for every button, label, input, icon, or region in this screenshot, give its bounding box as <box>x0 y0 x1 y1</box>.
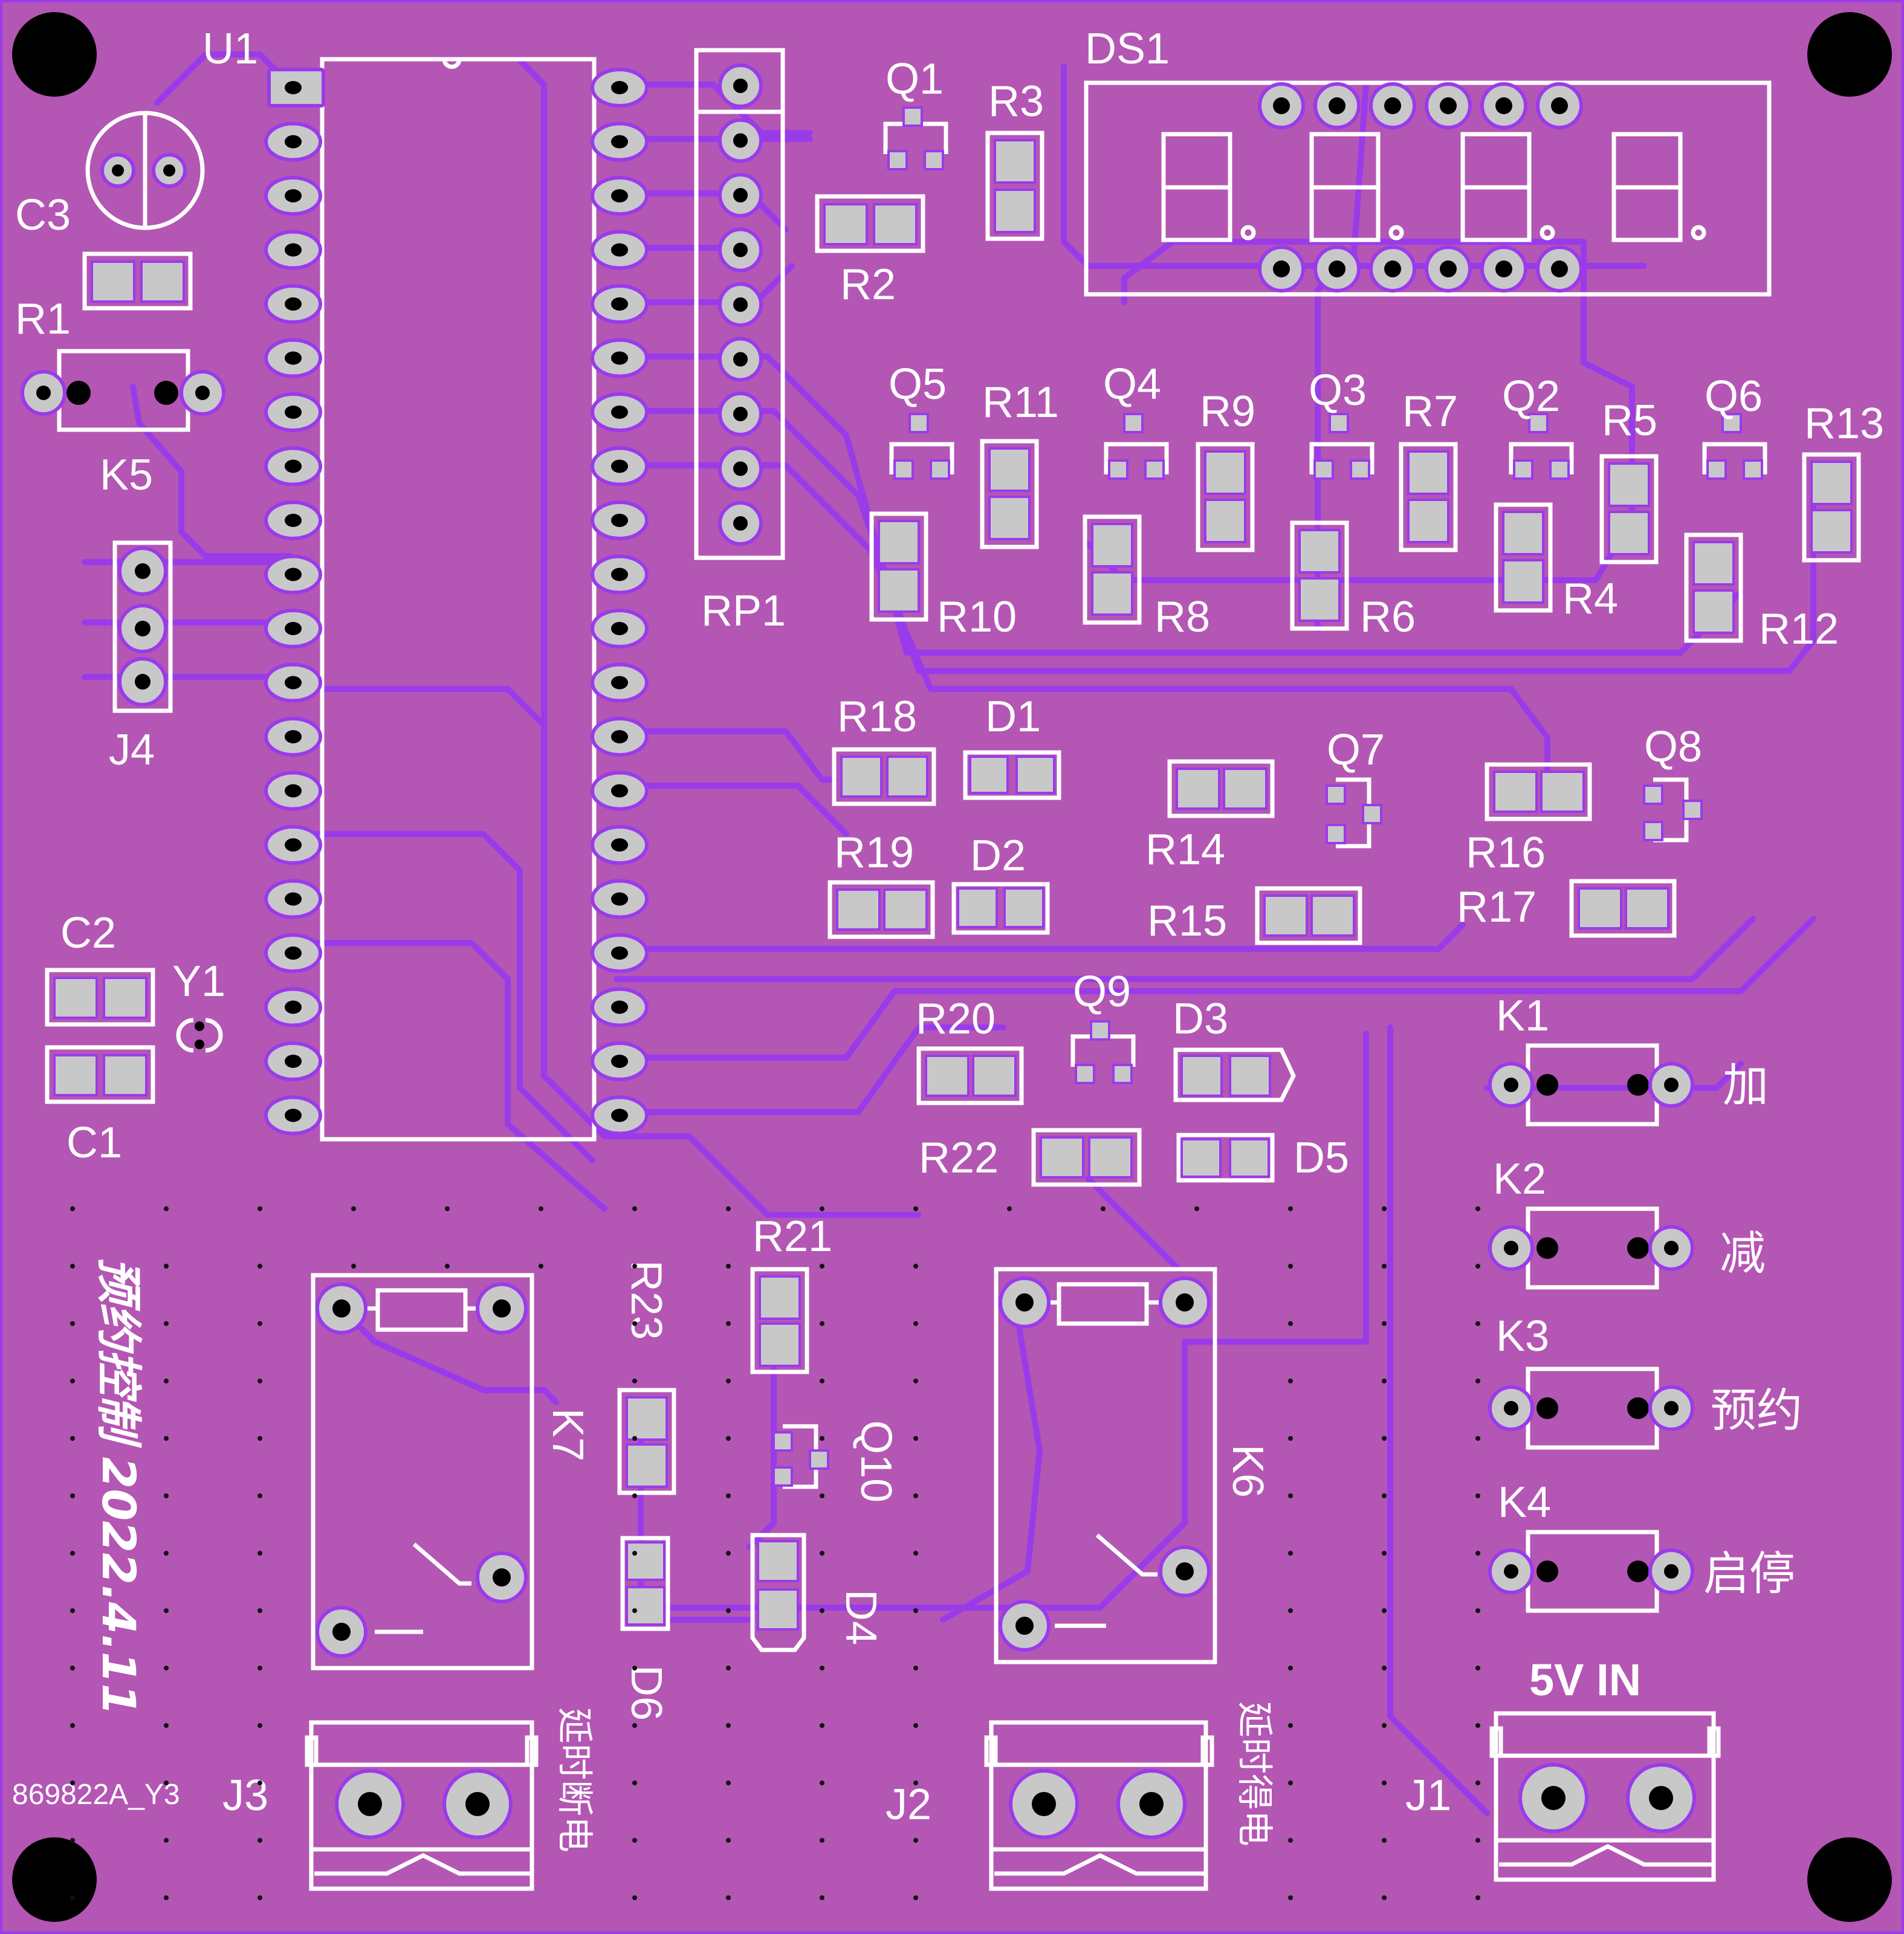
r20-label: R20 <box>916 995 996 1043</box>
r15-label: R15 <box>1147 897 1227 945</box>
r8-label: R8 <box>1154 593 1210 641</box>
r5-label: R5 <box>1602 396 1657 445</box>
button-row <box>1488 1043 1694 1613</box>
q2-label: Q2 <box>1502 372 1560 421</box>
q8-label: Q8 <box>1644 723 1702 771</box>
k3-function-label: 预约 <box>1711 1383 1802 1437</box>
r11-label: R11 <box>982 378 1059 427</box>
q9-label: Q9 <box>1073 968 1131 1016</box>
q3-label: Q3 <box>1309 366 1367 415</box>
k4-label: K4 <box>1498 1478 1551 1527</box>
j2-function-label: 延时得电 <box>1233 1701 1275 1846</box>
q4-label: Q4 <box>1103 360 1161 409</box>
ds1-label: DS1 <box>1085 25 1170 73</box>
transistor-row <box>869 413 1861 643</box>
q1-label: Q1 <box>886 55 944 103</box>
terminal-block-j3 <box>305 1720 539 1891</box>
u1-pins <box>264 68 649 1136</box>
d3-label: D3 <box>1173 995 1228 1043</box>
r2-label: R2 <box>840 260 896 309</box>
u1-label: U1 <box>202 25 258 73</box>
r13-label: R13 <box>1804 399 1884 448</box>
copper-traces <box>82 51 1816 1816</box>
q6-label: Q6 <box>1705 372 1763 421</box>
r18-label: R18 <box>837 693 917 741</box>
r12-label: R12 <box>1759 605 1839 653</box>
c1-label: C1 <box>66 1119 122 1167</box>
k5-label: K5 <box>100 451 153 499</box>
r14-label: R14 <box>1145 826 1225 874</box>
j3-label: J3 <box>222 1771 268 1820</box>
k6-label: K6 <box>1223 1444 1272 1498</box>
d5-label: D5 <box>1294 1134 1349 1182</box>
r1-label: R1 <box>15 295 71 343</box>
j1-label: J1 <box>1405 1771 1451 1820</box>
r7-label: R7 <box>1402 387 1458 436</box>
terminal-block-j2 <box>984 1720 1214 1891</box>
r3-label: R3 <box>988 77 1044 126</box>
j4-label: J4 <box>109 726 155 774</box>
relay-coil-icon <box>994 1267 1217 1664</box>
k2-function-label: 减 <box>1720 1226 1766 1280</box>
seven-segment-display-icon <box>1161 132 1706 242</box>
d1-label: D1 <box>985 693 1041 741</box>
q7-label: Q7 <box>1327 726 1385 774</box>
r23-label: R23 <box>622 1260 670 1340</box>
r10-label: R10 <box>937 593 1017 641</box>
r16-label: R16 <box>1466 829 1546 877</box>
r19-label: R19 <box>834 829 914 877</box>
relay-coil-icon <box>311 1273 534 1670</box>
r4-label: R4 <box>1562 575 1618 623</box>
j4-pins <box>118 546 167 707</box>
j3-function-label: 延时断电 <box>553 1707 595 1852</box>
terminal-block-j1 <box>1489 1711 1721 1882</box>
board-code: 869822A_Y3 <box>12 1779 180 1811</box>
mounting-hole-icon <box>12 12 1892 1922</box>
crystal-icon <box>176 1018 223 1053</box>
power-input-label: 5V IN <box>1529 1655 1641 1705</box>
d6-label: D6 <box>622 1665 670 1721</box>
k4-function-label: 启停 <box>1703 1547 1795 1600</box>
k2-label: K2 <box>1493 1155 1546 1203</box>
q5-label: Q5 <box>889 360 947 409</box>
c2-label: C2 <box>60 909 116 957</box>
k3-label: K3 <box>1496 1312 1549 1360</box>
r21-label: R21 <box>753 1212 832 1261</box>
r17-label: R17 <box>1457 883 1536 931</box>
r22-label: R22 <box>919 1134 999 1182</box>
ds1-pins <box>1258 82 1583 293</box>
d2-label: D2 <box>970 832 1026 880</box>
electrolytic-capacitor-icon <box>85 111 205 230</box>
d4-label: D4 <box>837 1590 885 1645</box>
j2-label: J2 <box>886 1780 931 1829</box>
r9-label: R9 <box>1200 387 1255 436</box>
via-grid <box>70 1206 1480 1900</box>
c3-label: C3 <box>15 191 71 239</box>
r6-label: R6 <box>1360 593 1416 641</box>
rp1-pins <box>718 63 763 546</box>
board-title: 预约控制 2022.4.11 <box>92 1257 146 1715</box>
k1-function-label: 加 <box>1723 1058 1769 1112</box>
k1-label: K1 <box>1496 992 1549 1040</box>
y1-label: Y1 <box>172 957 225 1006</box>
rp1-label: RP1 <box>701 587 786 635</box>
q10-label: Q10 <box>852 1420 900 1502</box>
k7-label: K7 <box>543 1408 592 1461</box>
